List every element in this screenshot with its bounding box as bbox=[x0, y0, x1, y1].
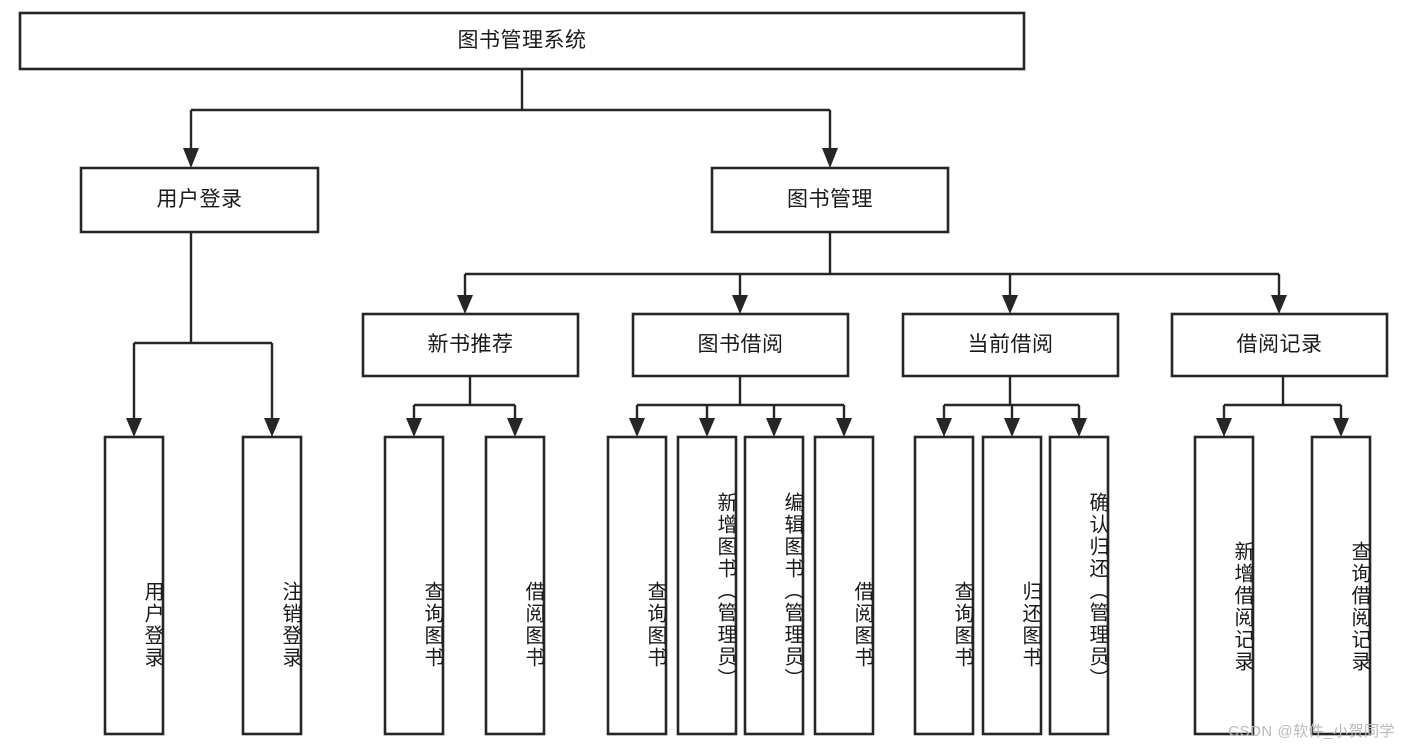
node-box-leaf-query-record[interactable] bbox=[1310, 435, 1372, 736]
node-box-leaf-user-login[interactable] bbox=[103, 435, 165, 736]
node-box-leaf-query-book-2[interactable] bbox=[606, 435, 668, 736]
node-box-leaf-query-book-3[interactable] bbox=[913, 435, 975, 736]
node-box-leaf-return-book[interactable] bbox=[981, 435, 1043, 736]
arrowhead-leaf-confirm-return bbox=[1071, 418, 1087, 437]
arrowhead-leaf-add-book bbox=[699, 418, 715, 437]
node-box-leaf-query-book-1[interactable] bbox=[383, 435, 445, 736]
connector-group-book-borrow bbox=[629, 376, 852, 437]
connector-group-current-borrow bbox=[936, 376, 1087, 437]
arrowhead-leaf-query-book-2 bbox=[629, 418, 645, 437]
connector-group-book-management bbox=[457, 232, 1287, 314]
connector-group-user-login bbox=[126, 232, 280, 437]
arrowhead-new-book-recommend bbox=[457, 295, 473, 314]
arrowhead-user-login bbox=[183, 148, 199, 168]
arrowhead-borrow-record bbox=[1271, 295, 1287, 314]
arrowhead-book-management bbox=[822, 148, 838, 168]
node-box-leaf-logout[interactable] bbox=[241, 435, 303, 736]
arrowhead-leaf-return-book bbox=[1004, 418, 1020, 437]
arrowhead-leaf-query-book-3 bbox=[936, 418, 952, 437]
node-box-leaf-add-book[interactable] bbox=[676, 435, 738, 736]
node-box-new-book-recommend[interactable] bbox=[361, 312, 580, 378]
arrowhead-leaf-query-record bbox=[1333, 418, 1349, 437]
connector-group-root bbox=[183, 69, 838, 168]
node-box-leaf-add-record[interactable] bbox=[1193, 435, 1255, 736]
arrowhead-leaf-edit-book bbox=[766, 418, 782, 437]
arrowhead-leaf-logout bbox=[264, 418, 280, 437]
arrowhead-leaf-query-book-1 bbox=[406, 418, 422, 437]
node-box-borrow-record[interactable] bbox=[1170, 312, 1389, 378]
node-box-book-management[interactable] bbox=[710, 166, 950, 234]
node-box-user-login[interactable] bbox=[79, 166, 320, 234]
node-box-leaf-borrow-book-2[interactable] bbox=[813, 435, 875, 736]
arrowhead-leaf-borrow-book-1 bbox=[507, 418, 523, 437]
node-box-leaf-edit-book[interactable] bbox=[743, 435, 805, 736]
node-box-current-borrow[interactable] bbox=[901, 312, 1120, 378]
node-box-leaf-borrow-book-1[interactable] bbox=[484, 435, 546, 736]
arrowhead-leaf-user-login bbox=[126, 418, 142, 437]
arrowhead-leaf-add-record bbox=[1216, 418, 1232, 437]
watermark-text: CSDN @软件_小贺同学 bbox=[1228, 723, 1395, 740]
connector-group-borrow-record bbox=[1216, 376, 1349, 437]
arrowhead-leaf-borrow-book-2 bbox=[836, 418, 852, 437]
node-box-leaf-confirm-return[interactable] bbox=[1048, 435, 1110, 736]
node-box-root[interactable] bbox=[18, 11, 1026, 71]
arrowhead-current-borrow bbox=[1002, 295, 1018, 314]
node-box-book-borrow[interactable] bbox=[631, 312, 850, 378]
connector-group-new-book-recommend bbox=[406, 376, 523, 437]
arrowhead-book-borrow bbox=[732, 295, 748, 314]
